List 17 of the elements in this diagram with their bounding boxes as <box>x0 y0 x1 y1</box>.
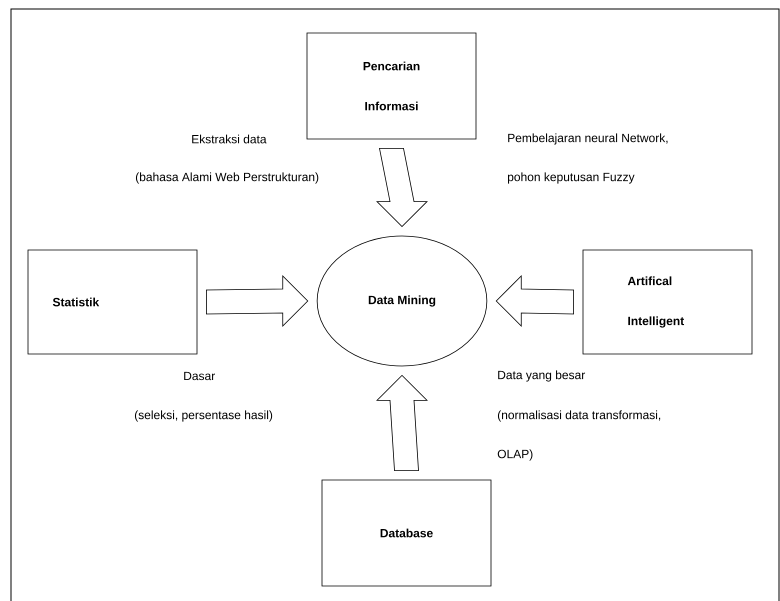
process-box: Artifical Intelligent <box>582 250 752 354</box>
note-text: pohon keputusan Fuzzy <box>508 172 635 184</box>
process-box: Pencarian Informasi <box>306 32 476 140</box>
process-box: Database <box>322 480 492 586</box>
note-text: Dasar <box>184 372 215 380</box>
note-text: Pembelajaran neural Network, <box>508 133 668 145</box>
block-arrow <box>206 275 308 327</box>
note-text: Data yang besar <box>498 370 586 382</box>
note-text: (normalisasi data transformasi, <box>498 410 660 422</box>
note-text: Ekstraksi data <box>192 134 267 144</box>
note-text: OLAP) <box>498 449 532 461</box>
process-box: Statistik <box>28 250 198 354</box>
block-arrow <box>376 374 428 471</box>
block-arrow <box>496 275 574 327</box>
note-text: (seleksi, persentase hasil) <box>134 410 272 422</box>
block-arrow <box>376 148 428 228</box>
note-text: (bahasa Alami Web Perstrukturan) <box>136 172 318 184</box>
